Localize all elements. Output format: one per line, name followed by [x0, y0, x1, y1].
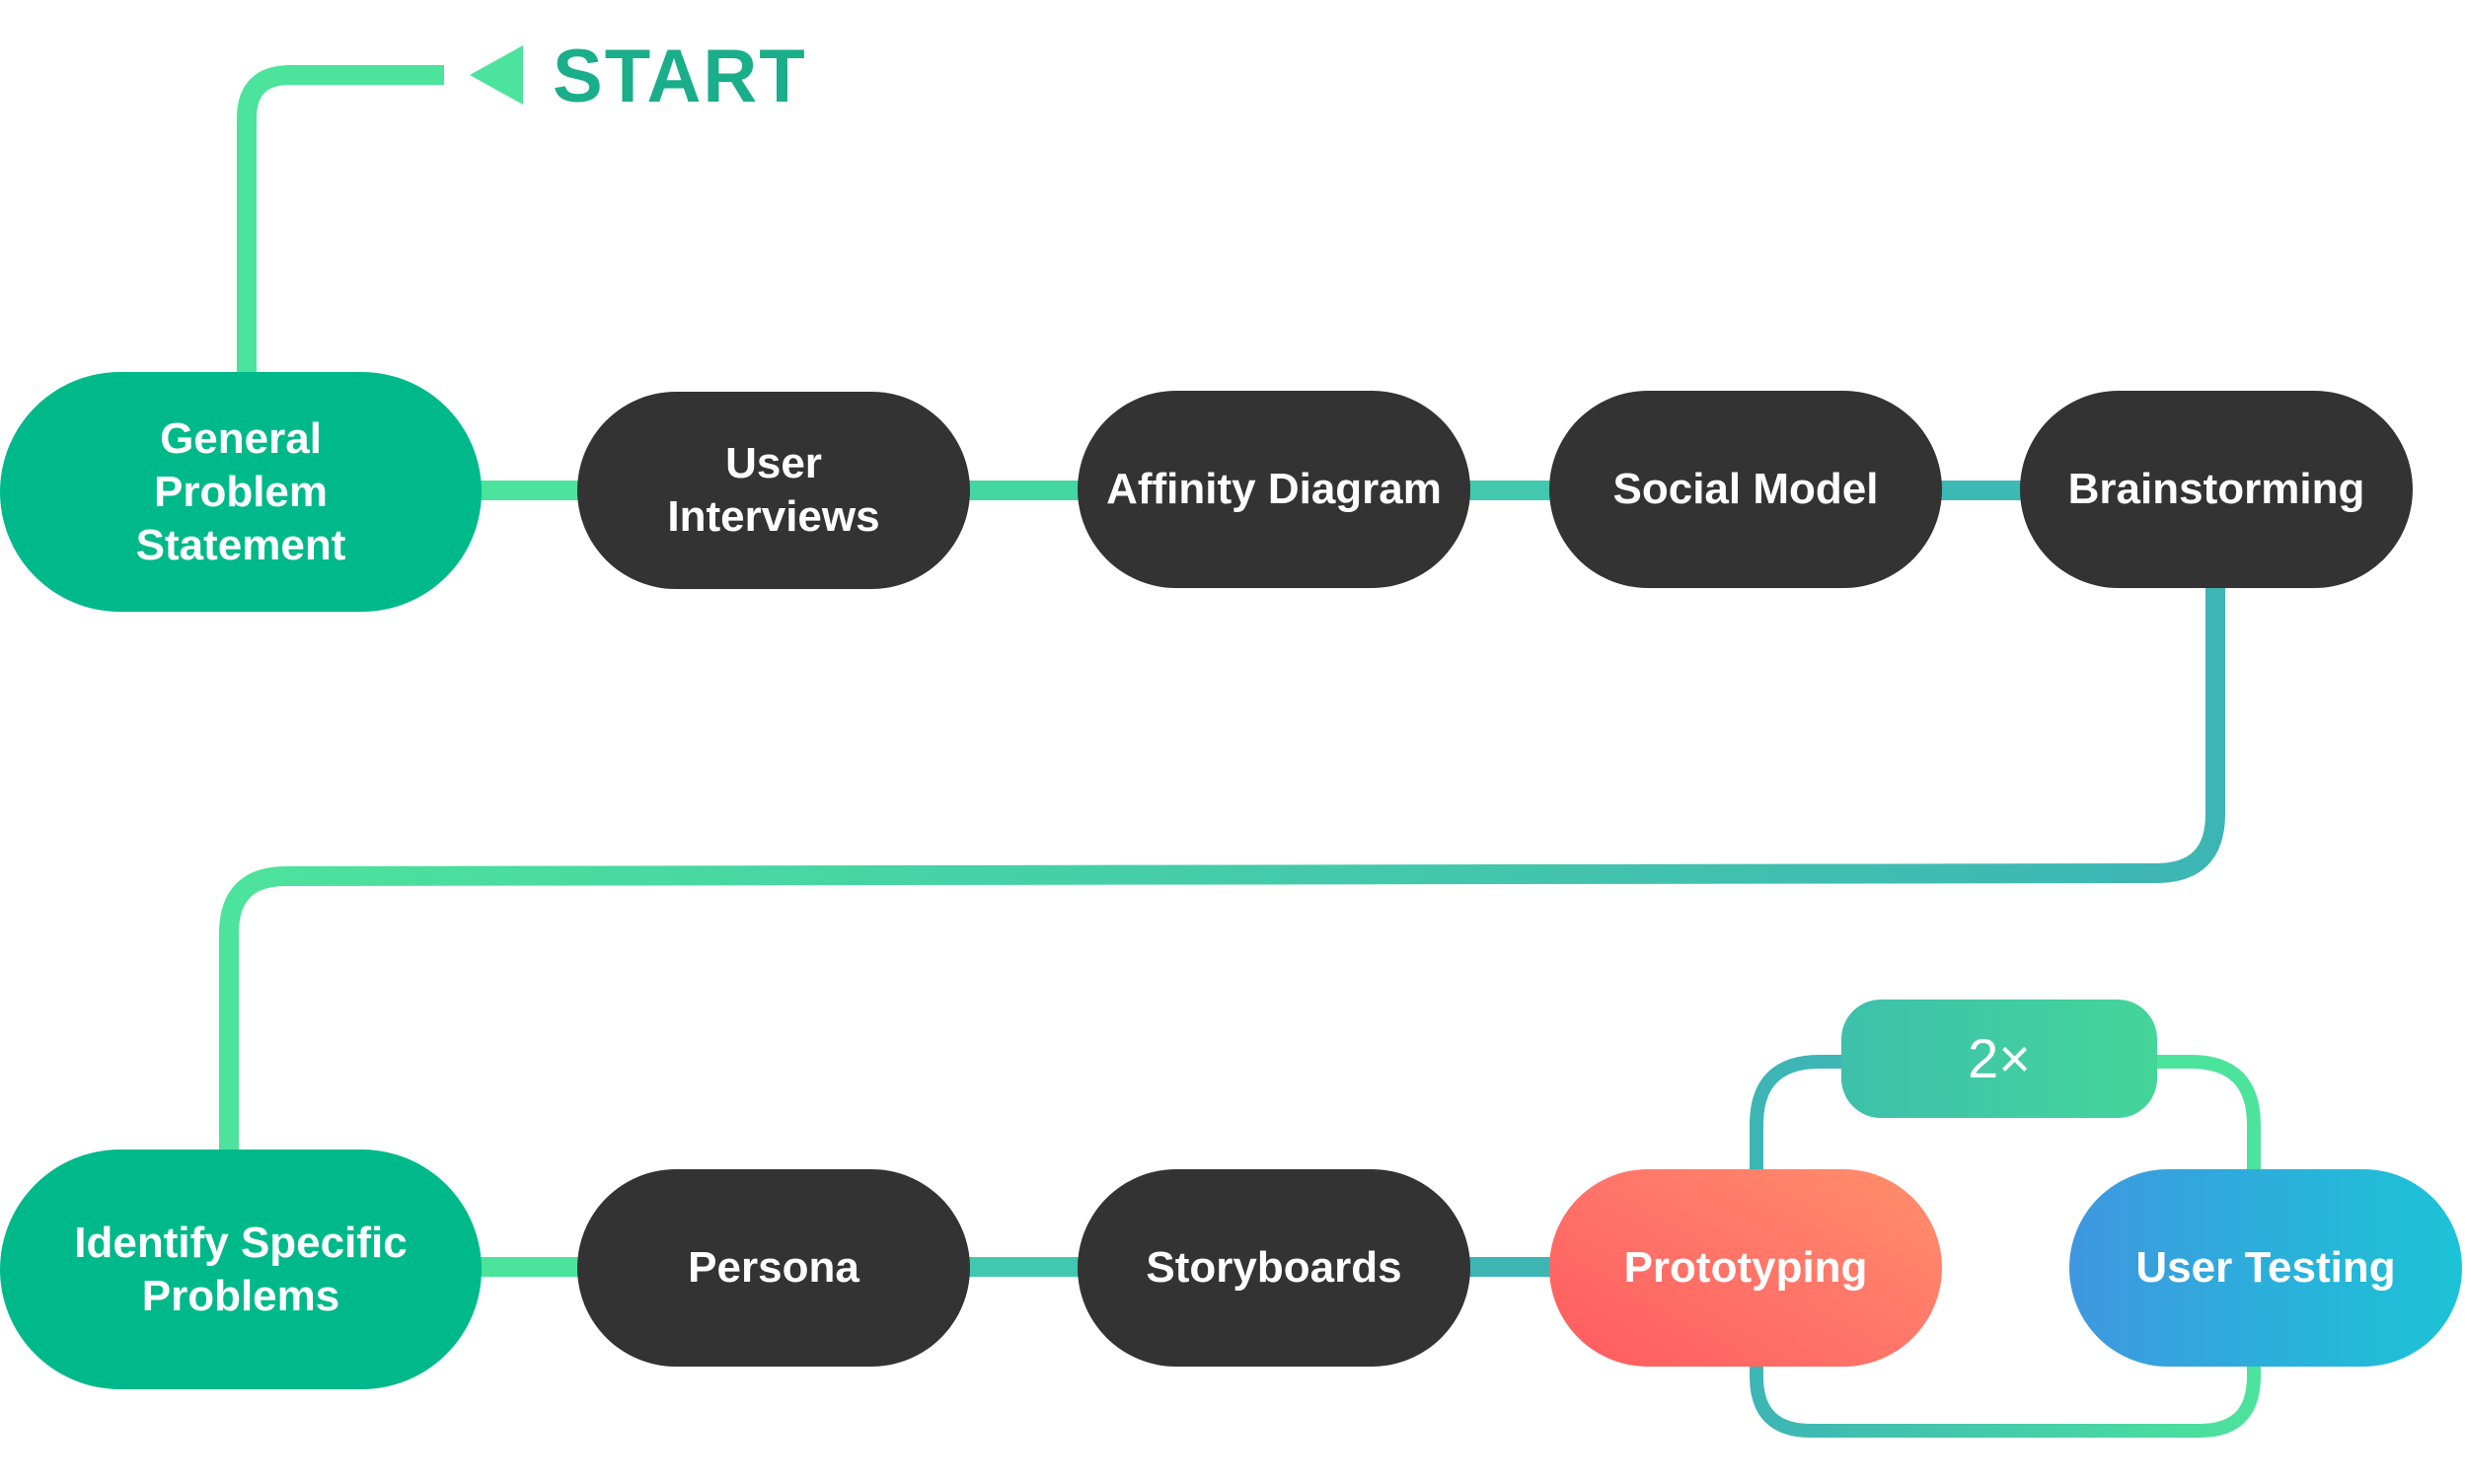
node-brainstorming: Brainstorming [2020, 391, 2413, 588]
snake-connector [219, 582, 2225, 1159]
loop-top-left [1750, 1055, 1855, 1179]
node-social-model: Social Model [1549, 391, 1942, 588]
start-label: START [553, 35, 807, 118]
start-connector [237, 65, 444, 375]
node-user-interviews: User Interviews [577, 392, 970, 589]
start-arrow-icon [470, 45, 523, 105]
loop-bottom [1750, 1357, 2261, 1438]
node-affinity-diagram: Affinity Diagram [1078, 391, 1470, 588]
node-user-testing: User Testing [2069, 1169, 2462, 1367]
repeat-badge: 2× [1841, 1000, 2157, 1118]
loop-top-right [2151, 1055, 2261, 1179]
node-identify-specific-problems: Identify Specific Problems [0, 1150, 482, 1389]
node-persona: Persona [577, 1169, 970, 1367]
node-storyboards: Storyboards [1078, 1169, 1470, 1367]
node-prototyping: Prototyping [1549, 1169, 1942, 1367]
node-general-problem-statement: General Problem Statement [0, 372, 482, 612]
